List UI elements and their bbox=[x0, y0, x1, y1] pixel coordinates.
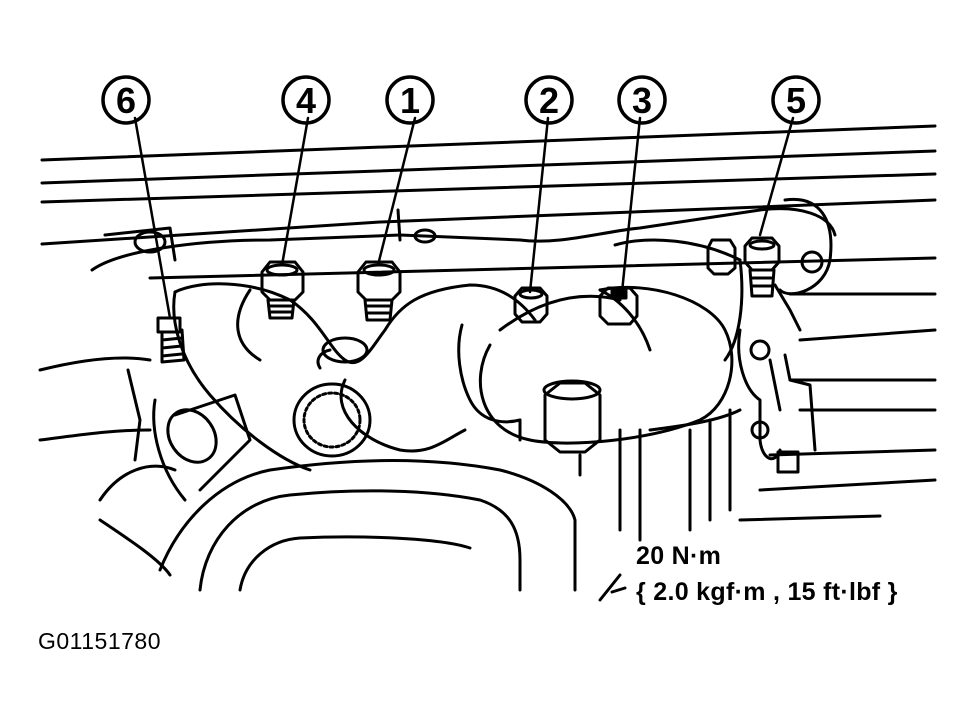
callout-circle-5 bbox=[771, 75, 821, 125]
callout-circle-2 bbox=[524, 75, 574, 125]
collector-pipe bbox=[478, 238, 744, 445]
callout-number-5: 5 bbox=[786, 80, 806, 121]
callout-number-1: 1 bbox=[400, 80, 420, 121]
port-ring bbox=[292, 382, 372, 458]
outlet-nut bbox=[518, 379, 602, 477]
callout-number-2: 2 bbox=[539, 80, 559, 121]
callout-number-3: 3 bbox=[632, 80, 652, 121]
nut-2 bbox=[513, 286, 549, 324]
stud-6 bbox=[156, 316, 186, 364]
callout-leaders bbox=[133, 116, 795, 320]
heat-shield bbox=[158, 459, 577, 592]
torque-spec-nm: 20 N·m bbox=[636, 542, 722, 570]
torque-spec-alt-units: { 2.0 kgf·m , 15 ft·lbf } bbox=[636, 578, 898, 606]
callout-numbers: 6 4 1 2 3 5 bbox=[116, 80, 806, 121]
nut-3 bbox=[598, 286, 639, 326]
callout-number-6: 6 bbox=[116, 80, 136, 121]
callout-circle-4 bbox=[281, 75, 331, 125]
callout-circles bbox=[101, 75, 821, 125]
bolt-1 bbox=[356, 260, 402, 322]
callout-circle-3 bbox=[617, 75, 667, 125]
bolt-5 bbox=[706, 236, 781, 298]
engine-block-details bbox=[618, 328, 817, 542]
callout-number-4: 4 bbox=[296, 80, 316, 121]
manifold-runners bbox=[172, 282, 537, 472]
bolt-4 bbox=[260, 260, 305, 320]
lower-pipe-left bbox=[38, 356, 252, 577]
callout-circle-6 bbox=[101, 75, 151, 125]
torque-wrench-mark bbox=[598, 573, 627, 602]
callout-circle-1 bbox=[385, 75, 435, 125]
figure-id: G01151780 bbox=[38, 628, 162, 654]
